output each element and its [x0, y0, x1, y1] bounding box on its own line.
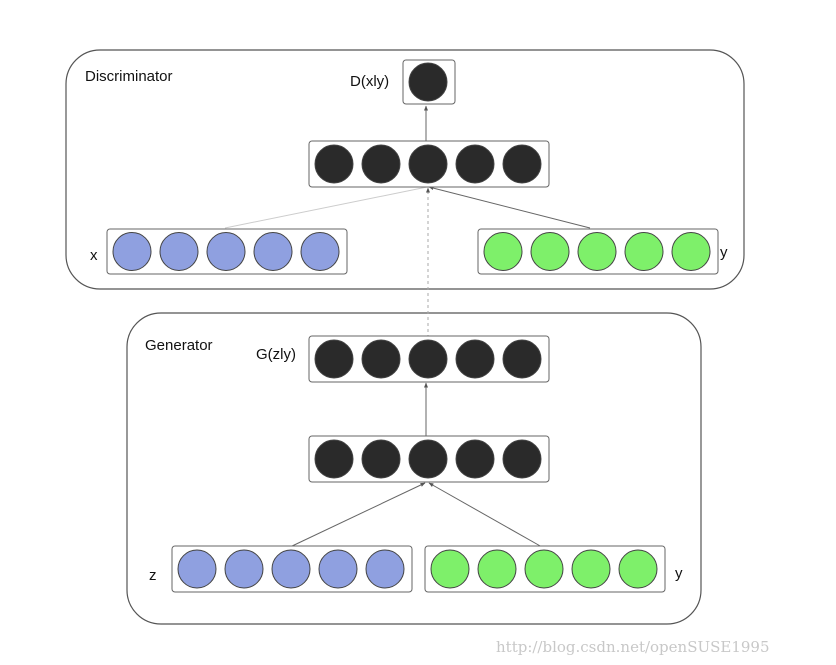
d-x-input-layer-node: [206, 232, 246, 271]
g-output-layer-node: [408, 339, 448, 379]
d-hidden-layer-node: [408, 144, 448, 184]
g-hidden-layer-node: [455, 439, 495, 479]
d-x-input-layer-node: [300, 232, 340, 271]
edge-x-to-d-hidden: [224, 186, 428, 229]
g-output-layer-node: [361, 339, 401, 379]
layers: [106, 59, 719, 593]
edge-y-to-d-hidden: [428, 186, 591, 229]
g-hidden-layer-node: [502, 439, 542, 479]
g-hidden-layer-node: [408, 439, 448, 479]
discriminator-title: Discriminator: [85, 68, 173, 85]
g-y-input-layer-node: [430, 549, 470, 589]
g-hidden-layer-node: [361, 439, 401, 479]
g-output-layer-node: [455, 339, 495, 379]
g-z-input-layer-node: [271, 549, 311, 589]
d-x-input-layer-node: [159, 232, 199, 271]
generator-panel: [126, 312, 702, 625]
watermark: http://blog.csdn.net/openSUSE1995: [496, 638, 770, 656]
g-y-input-layer-node: [524, 549, 564, 589]
d-y-input-layer-node: [530, 232, 570, 271]
d-hidden-layer-node: [314, 144, 354, 184]
d-y-input-layer-node: [624, 232, 664, 271]
d-x-input-layer-node: [253, 232, 293, 271]
g-hidden-layer-node: [314, 439, 354, 479]
generator-output-label: G(zly): [256, 346, 296, 363]
d-y-input-layer-node: [483, 232, 523, 271]
d-y-input-layer-node: [577, 232, 617, 271]
discriminator-y-label: y: [720, 244, 728, 261]
d-hidden-layer-node: [455, 144, 495, 184]
g-z-input-layer-node: [318, 549, 358, 589]
d-hidden-layer-node: [502, 144, 542, 184]
edge-z-to-g-hidden: [289, 482, 426, 548]
g-z-input-layer-node: [365, 549, 405, 589]
g-y-input-layer-node: [571, 549, 611, 589]
edge-y-to-g-hidden: [428, 482, 543, 548]
d-hidden-layer-node: [361, 144, 401, 184]
g-output-layer-node: [502, 339, 542, 379]
generator-y-label: y: [675, 565, 683, 582]
discriminator-panel: [65, 49, 745, 290]
d-x-input-layer-node: [112, 232, 152, 271]
g-z-input-layer-node: [177, 549, 217, 589]
g-z-input-layer-node: [224, 549, 264, 589]
generator-z-label: z: [149, 567, 157, 584]
d-y-input-layer-node: [671, 232, 711, 271]
d-output-layer-node: [408, 62, 448, 102]
g-output-layer-node: [314, 339, 354, 379]
edges: [224, 105, 591, 548]
discriminator-x-label: x: [90, 247, 98, 264]
g-y-input-layer-node: [618, 549, 658, 589]
g-y-input-layer-node: [477, 549, 517, 589]
generator-title: Generator: [145, 337, 213, 354]
discriminator-output-label: D(xly): [350, 73, 389, 90]
